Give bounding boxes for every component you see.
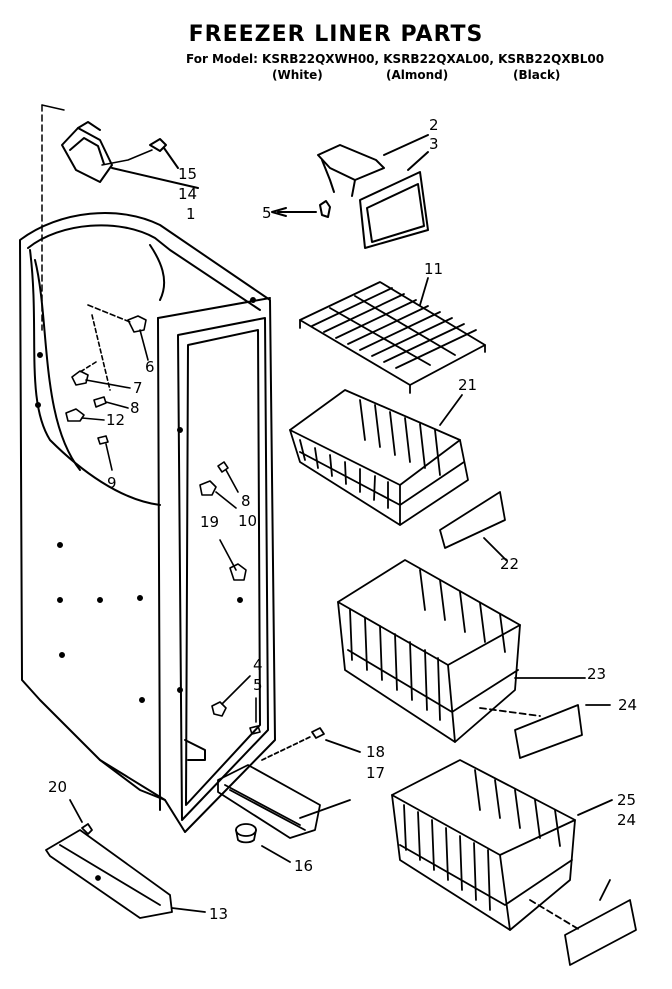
label-13: 13 [209,905,229,923]
label-1: 1 [186,205,196,223]
label-9: 9 [107,474,117,492]
freezer-liner [19,104,276,833]
label-25: 25 [617,791,637,809]
bracket-14 [61,121,199,189]
basket-21 [289,389,507,561]
label-7: 7 [133,379,143,397]
liner-small-parts [65,304,261,735]
label-2: 2 [429,116,439,134]
label-21: 21 [458,376,478,394]
label-8-left: 8 [130,399,140,417]
basket-23 [337,559,611,759]
label-19: 19 [200,513,220,531]
label-17: 17 [366,764,386,782]
basket-25 [391,759,637,966]
label-12: 12 [106,411,126,429]
label-24-upper: 24 [618,696,638,714]
label-8-right: 8 [241,492,251,510]
bottom-parts [45,727,361,919]
diagram-title: FREEZER LINER PARTS [188,22,484,47]
label-11: 11 [424,260,444,278]
wire-shelf [299,277,486,394]
variant-almond: (Almond) [386,68,449,82]
variant-white: (White) [272,68,323,82]
variant-black: (Black) [513,68,561,82]
label-24-lower: 24 [617,811,637,829]
label-15: 15 [178,165,198,183]
label-20: 20 [48,778,68,796]
label-22: 22 [500,555,520,573]
model-numbers: For Model: KSRB22QXWH00, KSRB22QXAL00, K… [186,52,605,66]
label-3: 3 [429,135,439,153]
label-5-lower: 5 [253,676,263,694]
label-14: 14 [178,185,198,203]
label-23: 23 [587,665,607,683]
label-10: 10 [238,512,258,530]
label-16: 16 [294,857,314,875]
light-assembly [271,134,429,249]
label-4: 4 [253,656,263,674]
label-6: 6 [145,358,155,376]
label-18: 18 [366,743,386,761]
label-5-top: 5 [262,204,272,222]
